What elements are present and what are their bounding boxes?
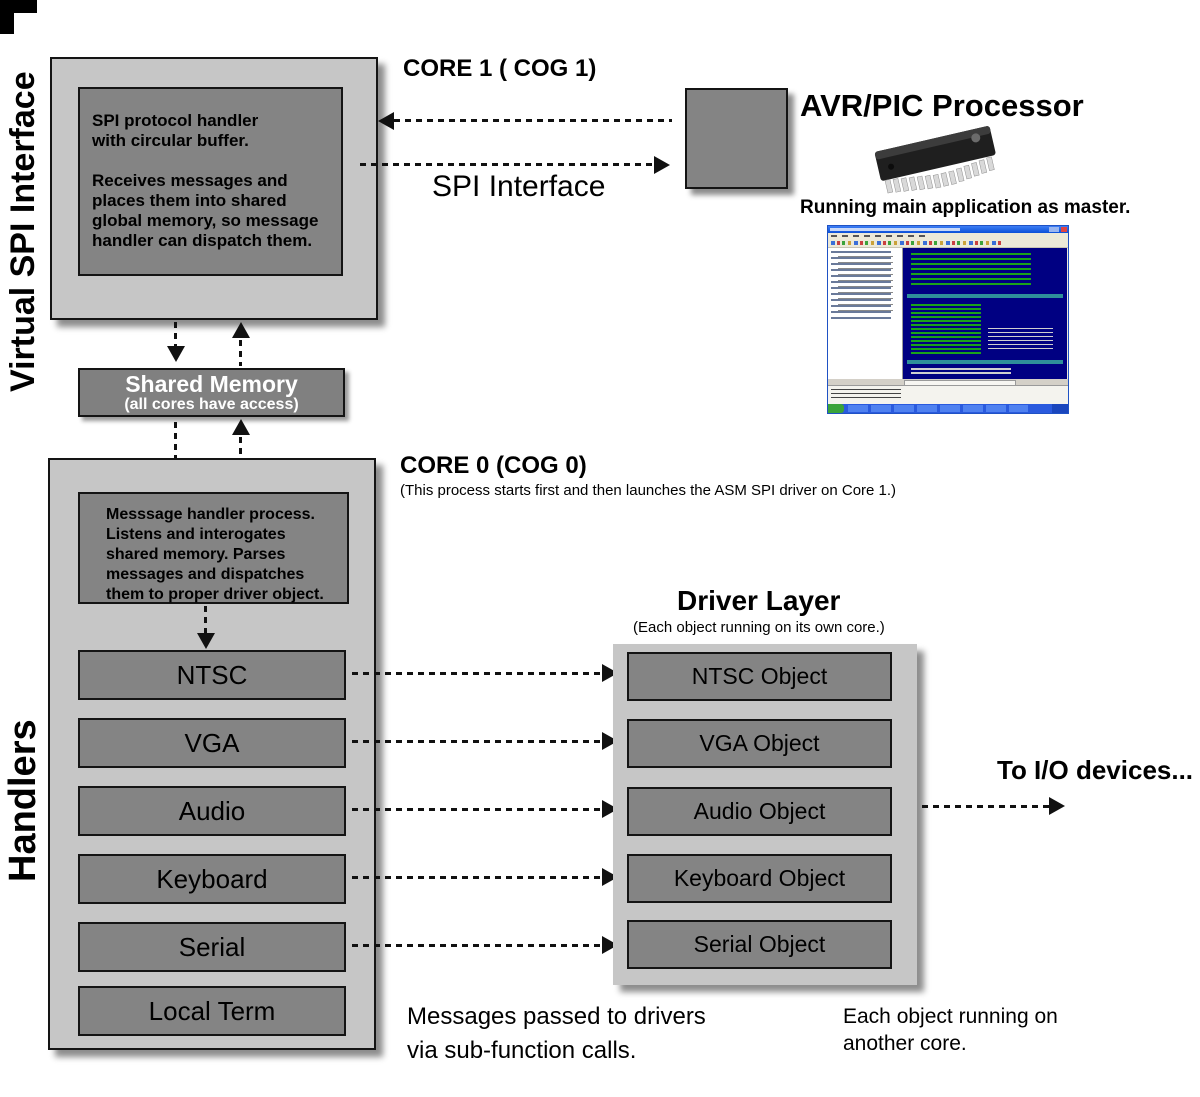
- dip-chip-image: [858, 116, 1018, 206]
- core0-subtitle: (This process starts first and then laun…: [400, 482, 897, 499]
- to-io-devices-label: To I/O devices...: [997, 755, 1194, 785]
- ide-code-editor: [903, 248, 1067, 379]
- handler-box-vga: VGA: [78, 718, 346, 768]
- driver-object-serial: Serial Object: [627, 920, 892, 969]
- message-handler-box: Messsage handler process. Listens and in…: [78, 492, 349, 604]
- driver-object-label: VGA Object: [699, 730, 820, 756]
- handler-label: Serial: [178, 931, 246, 962]
- core0-title: CORE 0 (COG 0): [400, 452, 587, 479]
- driver-object-audio: Audio Object: [627, 787, 892, 836]
- driver-layer-title: Driver Layer: [677, 585, 841, 616]
- handler-box-audio: Audio: [78, 786, 346, 836]
- avr-pic-caption: Running main application as master.: [800, 197, 1131, 218]
- handler-box-keyboard: Keyboard: [78, 854, 346, 904]
- handler-label: NTSC: [176, 659, 248, 690]
- shared-memory-box: Shared Memory (all cores have access): [78, 368, 345, 417]
- core1-inner-box: SPI protocol handler with circular buffe…: [78, 87, 343, 276]
- spi-interface-label: SPI Interface: [432, 170, 606, 203]
- each-object-note: Each object running on another core.: [843, 1005, 1058, 1055]
- driver-layer-subtitle: (Each object running on its own core.): [633, 619, 885, 636]
- driver-object-label: Audio Object: [693, 798, 826, 824]
- driver-object-vga: VGA Object: [627, 719, 892, 768]
- handler-label: VGA: [184, 727, 240, 758]
- driver-object-label: Serial Object: [693, 931, 826, 957]
- messages-note: Messages passed to drivers via sub-funct…: [407, 1003, 706, 1064]
- ide-menu-bar: [828, 233, 1068, 239]
- shared-memory-subtitle: (all cores have access): [124, 396, 299, 413]
- ide-screenshot: [827, 225, 1069, 414]
- driver-object-label: NTSC Object: [691, 663, 828, 689]
- ide-project-tree: [828, 248, 903, 379]
- handler-label: Keyboard: [156, 863, 268, 894]
- corner-mark-vertical: [0, 0, 14, 34]
- start-button: [828, 404, 844, 413]
- handler-label: Local Term: [148, 995, 276, 1026]
- virtual-spi-interface-label: Virtual SPI Interface: [4, 71, 42, 392]
- core1-title: CORE 1 ( COG 1): [403, 55, 597, 82]
- driver-object-ntsc: NTSC Object: [627, 652, 892, 701]
- avr-pic-square: [685, 88, 788, 189]
- ide-title-bar: [828, 226, 1068, 233]
- shared-memory-title: Shared Memory: [125, 371, 298, 397]
- avr-pic-title: AVR/PIC Processor: [800, 88, 1084, 123]
- ide-close-button: [1061, 227, 1067, 232]
- handlers-label: Handlers: [2, 719, 44, 882]
- handler-label: Audio: [178, 795, 246, 826]
- driver-object-label: Keyboard Object: [673, 865, 846, 891]
- driver-object-keyboard: Keyboard Object: [627, 854, 892, 903]
- ide-toolbar: [828, 239, 1068, 248]
- ide-taskbar: [828, 404, 1068, 413]
- handler-box-localterm: Local Term: [78, 986, 346, 1036]
- ide-output-panel: [828, 385, 1068, 405]
- handler-box-serial: Serial: [78, 922, 346, 972]
- handler-box-ntsc: NTSC: [78, 650, 346, 700]
